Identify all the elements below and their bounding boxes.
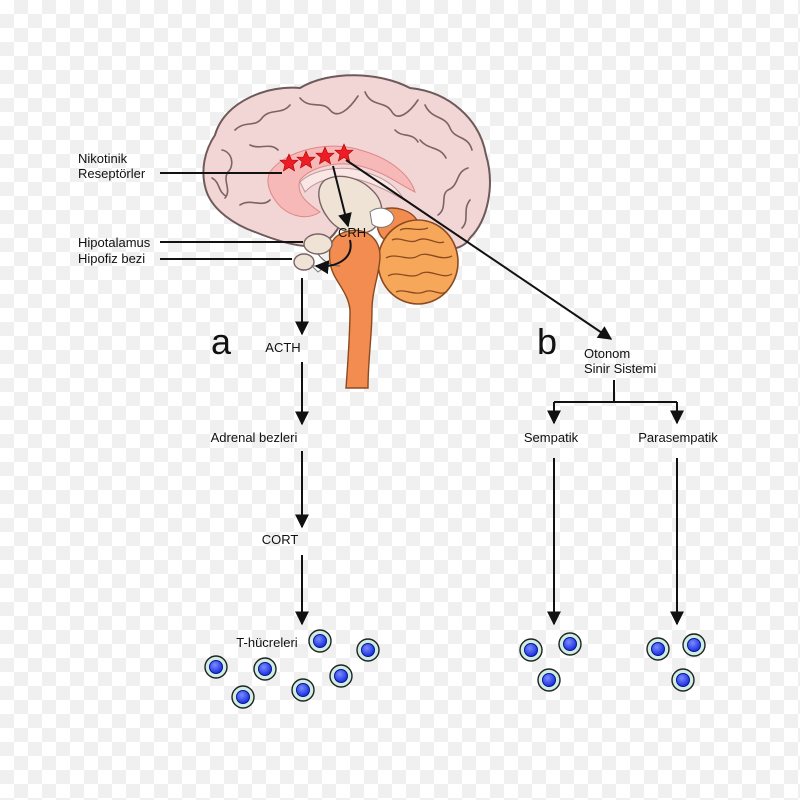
hypothalamus-bulb bbox=[303, 233, 333, 255]
nicotinic-receptor-stars bbox=[279, 143, 354, 172]
gyri-lines bbox=[211, 91, 473, 229]
blue-cell-icon bbox=[231, 685, 255, 709]
brainstem bbox=[328, 229, 381, 389]
nicotinic-label-line2: Reseptörler bbox=[78, 166, 146, 181]
blue-cell-icon bbox=[682, 633, 706, 657]
nicotinic-label-line1: Nikotinik bbox=[78, 151, 128, 166]
sympathetic-cells-group bbox=[519, 632, 582, 692]
blue-cell-icon bbox=[329, 664, 353, 688]
receptor-to-ans-arrow bbox=[345, 159, 613, 340]
red-star-icon bbox=[279, 153, 299, 172]
crh-to-pituitary-arrow bbox=[314, 239, 352, 275]
hypothalamus-label: Hipotalamus bbox=[78, 235, 151, 250]
connectors bbox=[160, 159, 684, 626]
blue-cell-icon bbox=[356, 638, 380, 662]
pituitary-label: Hipofiz bezi bbox=[78, 251, 145, 266]
blue-cell-icon bbox=[308, 629, 332, 653]
parasympathetic-cells-group bbox=[646, 633, 706, 692]
sympathetic-label: Sempatik bbox=[524, 430, 579, 445]
tcells-label: T-hücreleri bbox=[236, 635, 298, 650]
brain-sagittal-icon bbox=[202, 74, 491, 389]
blue-cell-icon bbox=[537, 668, 561, 692]
cerebellum bbox=[377, 219, 459, 305]
blue-cell-icon bbox=[558, 632, 582, 656]
ans-label-line1: Otonom bbox=[584, 346, 630, 361]
panel-a-label: a bbox=[211, 321, 232, 362]
t-cells-group bbox=[204, 629, 380, 709]
red-star-icon bbox=[315, 146, 335, 165]
parasympathetic-label: Parasempatik bbox=[638, 430, 718, 445]
panel-b-label: b bbox=[537, 321, 557, 362]
red-star-icon bbox=[296, 150, 316, 169]
blue-cell-icon bbox=[671, 668, 695, 692]
ans-label-line2: Sinir Sistemi bbox=[584, 361, 656, 376]
receptor-to-crh-arrow bbox=[332, 165, 352, 228]
thalamus bbox=[318, 175, 383, 235]
blue-cell-icon bbox=[646, 637, 670, 661]
blue-cell-icon bbox=[519, 638, 543, 662]
cort-label: CORT bbox=[262, 532, 299, 547]
blue-cell-icon bbox=[204, 655, 228, 679]
crh-label: CRH bbox=[338, 225, 366, 240]
acth-label: ACTH bbox=[265, 340, 300, 355]
pituitary-gland bbox=[293, 253, 315, 271]
blue-cell-icon bbox=[253, 657, 277, 681]
adrenal-label: Adrenal bezleri bbox=[211, 430, 298, 445]
blue-cell-icon bbox=[291, 678, 315, 702]
red-star-icon bbox=[334, 143, 354, 162]
